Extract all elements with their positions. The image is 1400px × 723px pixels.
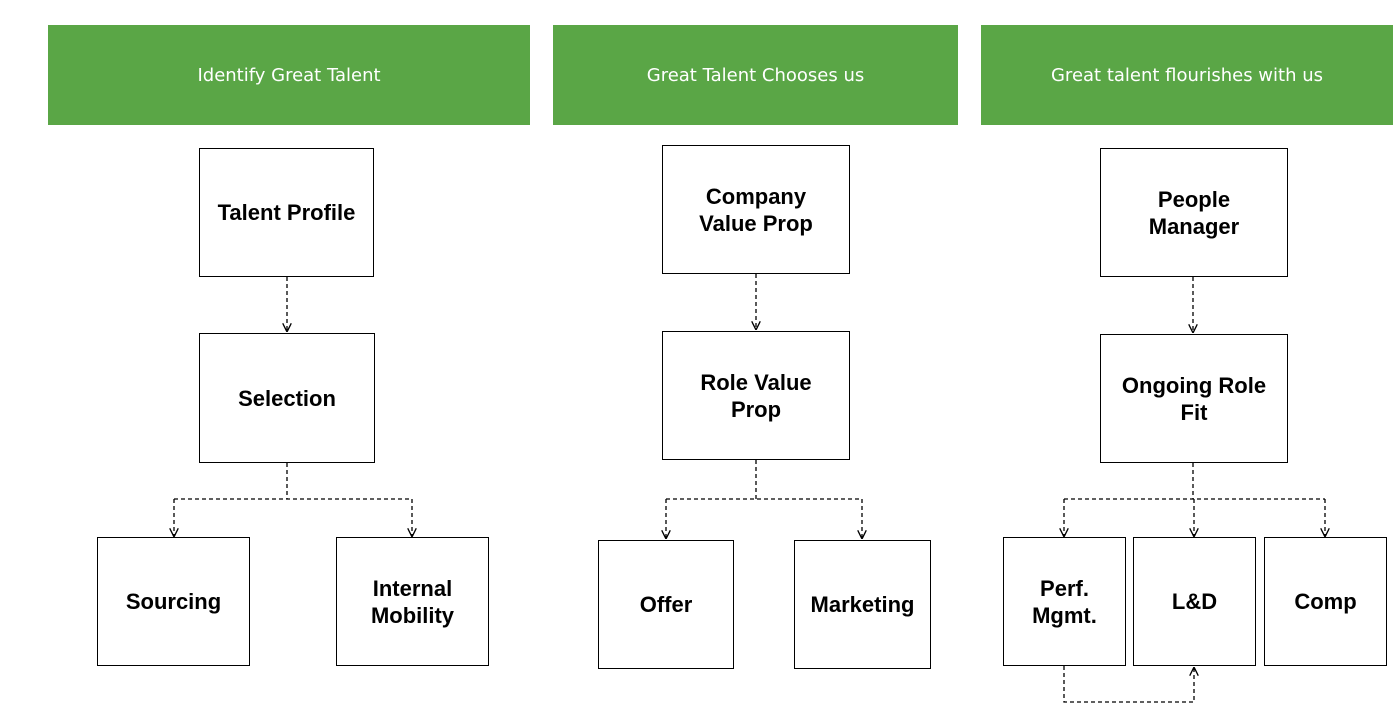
node-sourcing: Sourcing — [97, 537, 250, 666]
column-1-header: Identify Great Talent — [48, 25, 530, 125]
node-internal-mobility: Internal Mobility — [336, 537, 489, 666]
node-marketing: Marketing — [794, 540, 931, 669]
column-2-header: Great Talent Chooses us — [553, 25, 958, 125]
node-comp: Comp — [1264, 537, 1387, 666]
node-role-value-prop: Role Value Prop — [662, 331, 850, 460]
node-ongoing-role-fit: Ongoing Role Fit — [1100, 334, 1288, 463]
column-3-header: Great talent flourishes with us — [981, 25, 1393, 125]
line-selection-split — [174, 463, 412, 500]
node-selection: Selection — [199, 333, 375, 463]
node-talent-profile: Talent Profile — [199, 148, 374, 277]
node-company-value-prop: Company Value Prop — [662, 145, 850, 274]
node-ld: L&D — [1133, 537, 1256, 666]
node-perf-mgmt: Perf. Mgmt. — [1003, 537, 1126, 666]
line-role-split — [666, 460, 862, 500]
node-people-manager: People Manager — [1100, 148, 1288, 277]
arrow-perf-mgmt-to-ld — [1063, 666, 1194, 703]
line-ongoing-split — [1064, 463, 1325, 500]
node-offer: Offer — [598, 540, 734, 669]
